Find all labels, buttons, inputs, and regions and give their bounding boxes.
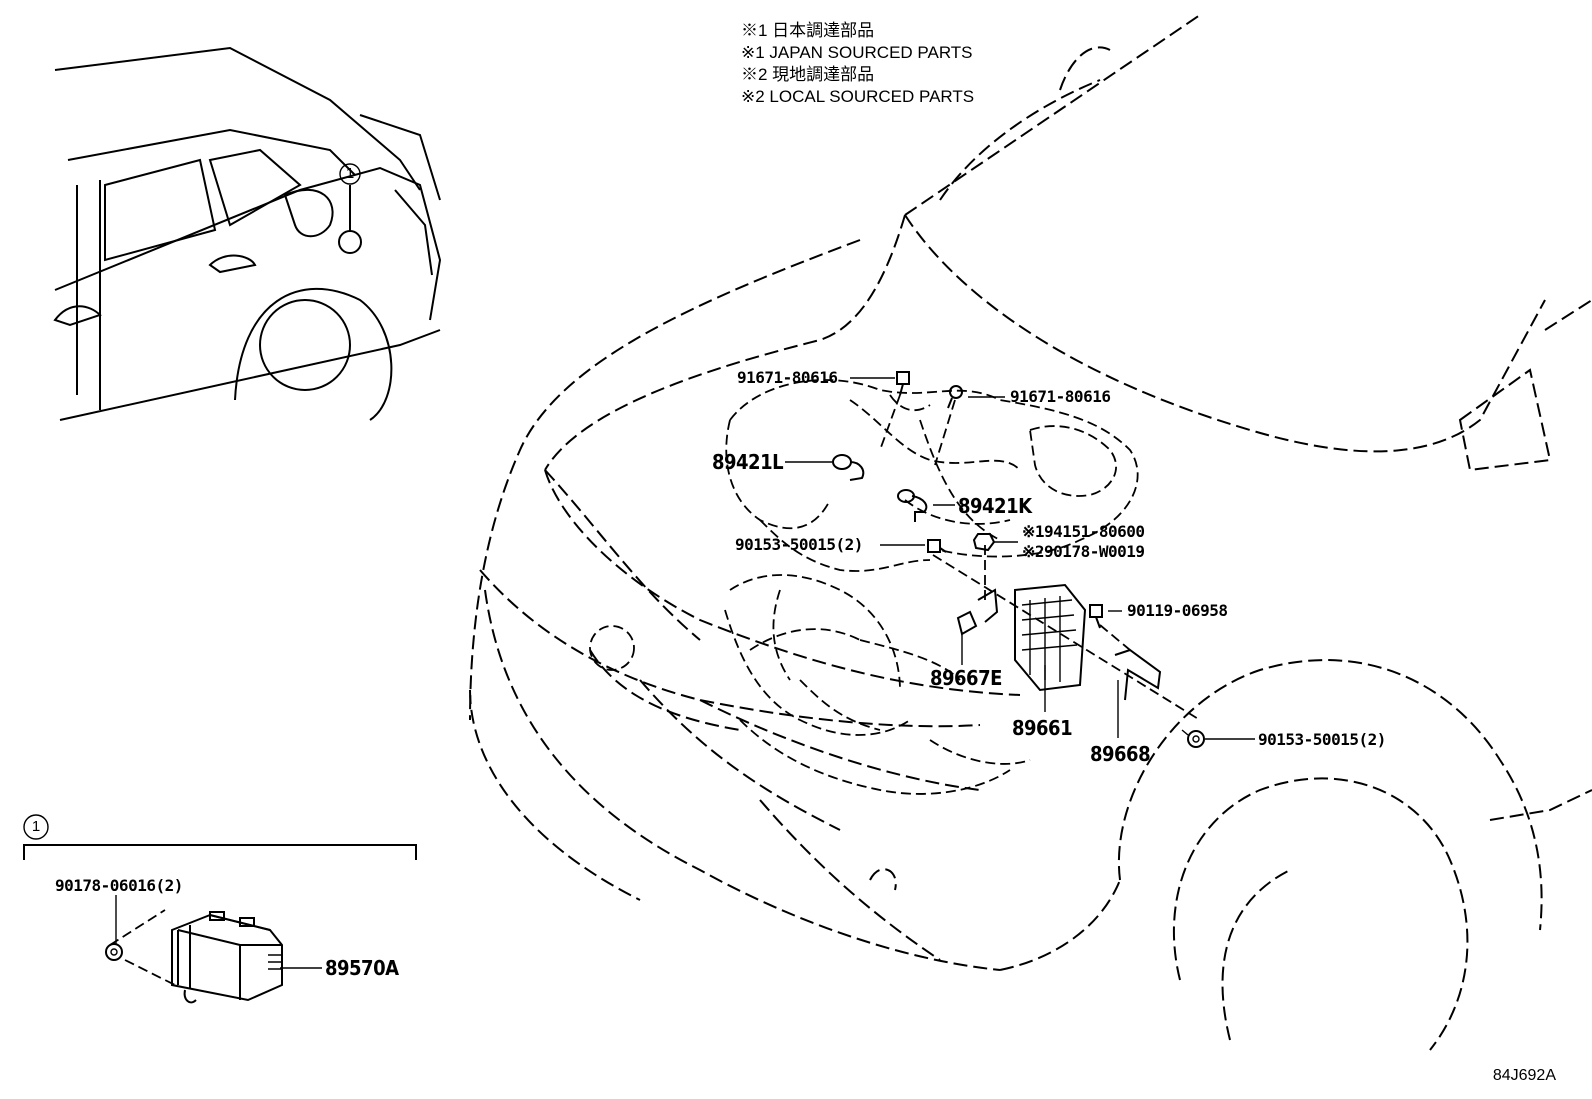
engine-assembly bbox=[724, 379, 1139, 795]
part-sensor-89421K bbox=[897, 489, 928, 522]
part-ecu-89661 bbox=[1014, 583, 1087, 692]
note-2-en: ※2 LOCAL SOURCED PARTS bbox=[741, 87, 975, 106]
note-2-jp: ※2 現地調達部品 bbox=[741, 65, 875, 84]
part-sensor-89421L bbox=[832, 454, 865, 481]
label-90178-06016: 90178-06016(2) bbox=[55, 876, 183, 895]
part-bolt-91671-a bbox=[896, 371, 910, 396]
callout-number-inset: 1 bbox=[31, 818, 41, 835]
label-90153-50015-a: 90153-50015(2) bbox=[735, 535, 863, 554]
callout-number-top: 1 bbox=[345, 165, 355, 182]
part-bracket-89668 bbox=[1114, 648, 1162, 701]
sourcing-notes: ※1 日本調達部品 ※1 JAPAN SOURCED PARTS ※2 現地調達… bbox=[741, 20, 974, 108]
label-91671-80616-a: 91671-80616 bbox=[737, 368, 838, 387]
note-1-jp: ※1 日本調達部品 bbox=[741, 21, 875, 40]
note-1-en: ※1 JAPAN SOURCED PARTS bbox=[741, 43, 973, 62]
part-nut-94151 bbox=[972, 533, 996, 552]
part-nut-90153-b bbox=[1181, 729, 1205, 748]
part-bolt-90119 bbox=[1089, 604, 1103, 629]
figure-code: 84J692A bbox=[1492, 1067, 1556, 1084]
label-89661: 89661 bbox=[1012, 716, 1073, 740]
label-89668: 89668 bbox=[1090, 742, 1151, 766]
part-bolt-91671-b bbox=[947, 385, 963, 409]
label-90178-W0019: ※290178-W0019 bbox=[1022, 542, 1145, 561]
leader-lines bbox=[109, 377, 1255, 986]
label-89570A: 89570A bbox=[325, 956, 399, 980]
label-94151-80600: ※194151-80600 bbox=[1022, 522, 1145, 541]
detail-inset bbox=[23, 814, 417, 1004]
label-90119-06958: 90119-06958 bbox=[1127, 601, 1228, 620]
part-bolt-90153-a bbox=[927, 539, 947, 553]
label-89421K: 89421K bbox=[958, 494, 1032, 518]
part-bracket-89667E bbox=[956, 588, 999, 636]
label-89667E: 89667E bbox=[930, 666, 1002, 690]
label-89421L: 89421L bbox=[712, 450, 784, 474]
label-91671-80616-b: 91671-80616 bbox=[1010, 387, 1111, 406]
label-90153-50015-b: 90153-50015(2) bbox=[1258, 730, 1386, 749]
rear-vehicle-view bbox=[53, 46, 442, 421]
